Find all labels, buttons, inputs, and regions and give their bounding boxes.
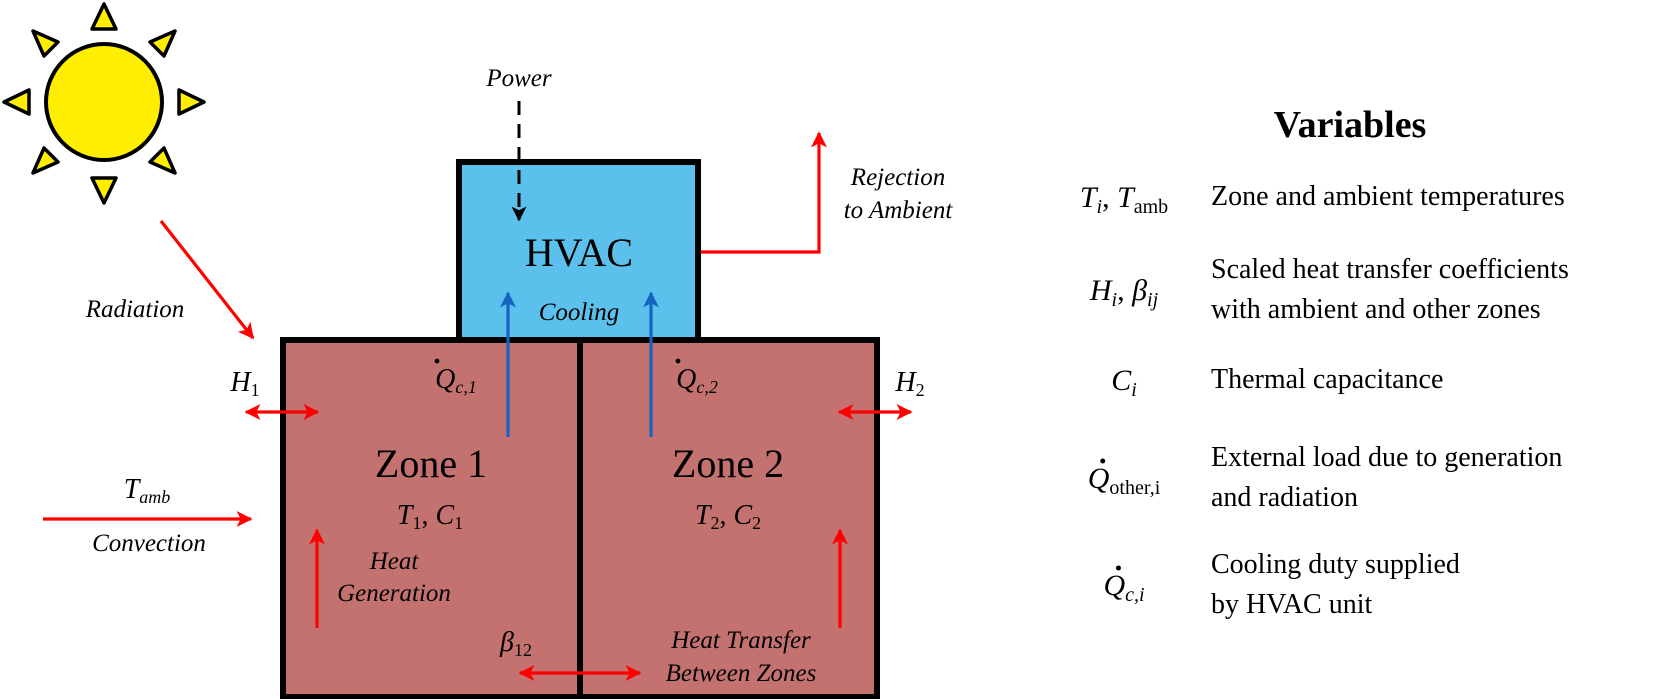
variable-dot-accent xyxy=(1100,458,1106,464)
variable-description: Cooling duty supplied xyxy=(1211,549,1460,580)
qc2-label: Qc,2 xyxy=(676,364,718,397)
zone-2-state-vars: T2, C2 xyxy=(695,500,761,533)
cooling-label: Cooling xyxy=(539,299,620,326)
radiation-arrow xyxy=(159,220,255,340)
hvac-label: HVAC xyxy=(525,230,633,275)
variable-symbol: Hi, βij xyxy=(1089,274,1159,311)
rejection-arrow xyxy=(701,131,827,254)
variable-description: Thermal capacitance xyxy=(1211,364,1443,395)
h2-label: H2 xyxy=(894,367,924,400)
heat-generation-label-line-2: Generation xyxy=(337,580,451,607)
convection-label: Convection xyxy=(92,530,206,557)
qc2-dot xyxy=(675,358,681,364)
variable-description: with ambient and other zones xyxy=(1211,294,1541,325)
zone-1-title: Zone 1 xyxy=(375,441,487,486)
zone-2-box xyxy=(577,337,880,699)
rejection-label-line-2: to Ambient xyxy=(844,197,954,224)
variable-symbol: Qother,i xyxy=(1088,462,1161,499)
zone-1-state-vars: T1, C1 xyxy=(397,500,463,533)
zone-2-title: Zone 2 xyxy=(672,441,784,486)
sun-icon xyxy=(2,2,206,205)
variable-symbol: Ci xyxy=(1111,364,1137,401)
variables-title: Variables xyxy=(1274,104,1427,146)
variable-symbol: Qc,i xyxy=(1103,569,1144,606)
variable-description: External load due to generation xyxy=(1211,442,1562,473)
power-label: Power xyxy=(485,65,552,92)
qc1-label: Qc,1 xyxy=(435,364,477,397)
qc1-dot xyxy=(434,358,440,364)
hvac-unit-box xyxy=(456,159,701,343)
variable-dot-accent xyxy=(1115,565,1121,571)
rejection-label-line-1: Rejection xyxy=(850,164,945,191)
variable-description: Zone and ambient temperatures xyxy=(1211,181,1565,212)
variable-description: by HVAC unit xyxy=(1211,589,1373,620)
heat-transfer-label-line-2: Between Zones xyxy=(666,660,817,687)
heat-generation-label-line-1: Heat xyxy=(369,548,420,575)
radiation-label: Radiation xyxy=(85,296,185,323)
heat-transfer-label-line-1: Heat Transfer xyxy=(670,627,811,654)
tamb-label: Tamb xyxy=(124,474,171,507)
zone-1-box xyxy=(280,337,583,699)
beta-12-label: β12 xyxy=(499,627,532,660)
variables-rows: Ti, Tamb Zone and ambient temperaturesHi,… xyxy=(1080,181,1569,620)
h1-label: H1 xyxy=(229,367,259,400)
variables-legend: Variables Ti, Tamb Zone and ambient tempe… xyxy=(1080,104,1569,620)
variable-description: Scaled heat transfer coefficients xyxy=(1211,254,1569,285)
variable-description: and radiation xyxy=(1211,482,1358,513)
variable-symbol: Ti, Tamb xyxy=(1080,181,1168,218)
